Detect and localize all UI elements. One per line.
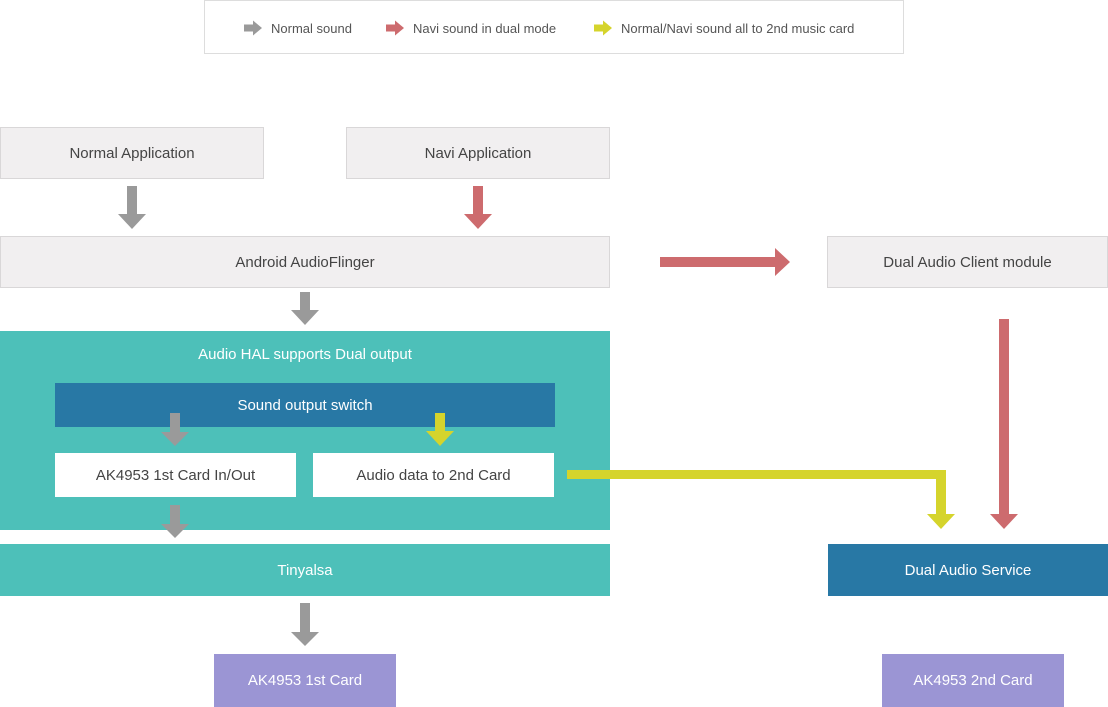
ak4953-card-io-box: AK4953 1st Card In/Out — [55, 453, 296, 497]
navi-application-box: Navi Application — [346, 127, 610, 179]
dual-audio-service-box: Dual Audio Service — [828, 544, 1108, 596]
legend-label-navi: Navi sound in dual mode — [413, 20, 557, 36]
arrow-audioflinger-to-hal — [291, 292, 319, 325]
legend-label-normal: Normal sound — [271, 20, 352, 36]
gray-arrow-icon — [244, 20, 262, 36]
tinyalsa-box: Tinyalsa — [0, 544, 610, 596]
ak4953-1st-card-box: AK4953 1st Card — [214, 654, 396, 707]
arrow-navi-app-to-audioflinger — [464, 186, 492, 229]
legend: Normal sound Navi sound in dual mode Nor… — [204, 0, 904, 54]
red-arrow-icon — [386, 20, 404, 36]
legend-item-dual: Normal/Navi sound all to 2nd music card — [593, 1, 854, 55]
arrow-switch-to-2nd-card — [426, 413, 454, 446]
audio-data-2nd-card-box: Audio data to 2nd Card — [313, 453, 554, 497]
normal-application-box: Normal Application — [0, 127, 264, 179]
sound-output-switch-box: Sound output switch — [55, 383, 555, 427]
android-audioflinger-box: Android AudioFlinger — [0, 236, 610, 288]
legend-item-normal: Normal sound — [243, 1, 352, 55]
arrow-tinyalsa-to-1st-card — [291, 603, 319, 646]
arrow-dual-client-to-dual-service — [990, 319, 1018, 529]
arrow-2nd-card-to-dual-service — [567, 470, 955, 529]
legend-label-dual: Normal/Navi sound all to 2nd music card — [621, 20, 855, 36]
arrow-switch-to-ak-io — [161, 413, 189, 446]
arrow-audioflinger-to-dual-client — [660, 248, 790, 276]
arrow-normal-app-to-audioflinger — [118, 186, 146, 229]
legend-item-navi: Navi sound in dual mode — [385, 1, 556, 55]
arrow-hal-to-tinyalsa — [161, 505, 189, 538]
ak4953-2nd-card-box: AK4953 2nd Card — [882, 654, 1064, 707]
yellow-arrow-icon — [594, 20, 612, 36]
audio-hal-title: Audio HAL supports Dual output — [198, 346, 412, 363]
dual-audio-client-box: Dual Audio Client module — [827, 236, 1108, 288]
